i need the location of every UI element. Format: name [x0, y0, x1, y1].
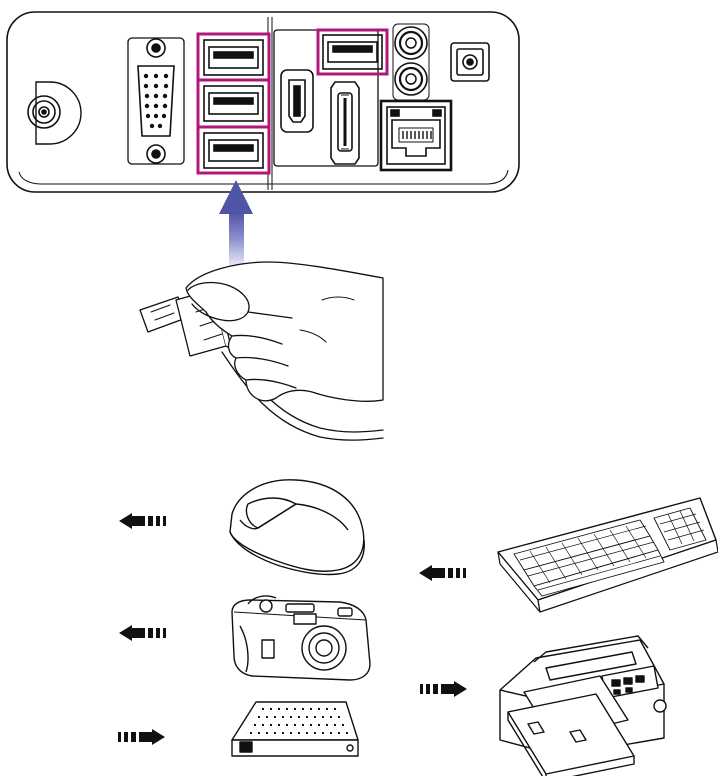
vga-port-icon	[127, 37, 185, 165]
mouse-icon	[229, 479, 365, 576]
usb-port-4-icon	[322, 34, 383, 70]
printer-icon	[499, 635, 667, 776]
hand-with-usb-plug-icon	[139, 261, 384, 441]
arrow-printer-right-icon	[420, 681, 467, 697]
digital-camera-icon	[231, 595, 371, 681]
usb-port-2-icon	[203, 85, 264, 122]
esata-port-icon	[330, 81, 360, 165]
usb-port-1-icon	[203, 39, 264, 76]
arrow-keyboard-left-icon	[419, 565, 466, 581]
usb-port-4-highlight	[316, 28, 389, 76]
arrow-drive-right-icon	[118, 729, 165, 745]
keyboard-icon	[497, 497, 718, 613]
power-jack-icon	[27, 81, 82, 145]
usb-port-3-icon	[203, 132, 264, 169]
audio-jack-icon	[392, 23, 430, 101]
back-panel-icon	[6, 11, 520, 193]
ethernet-port-icon	[379, 99, 453, 172]
optical-port-icon	[450, 42, 490, 82]
arrow-camera-left-icon	[119, 625, 166, 641]
insert-arrow-icon	[219, 180, 253, 272]
usb-port-stack-highlight	[196, 32, 271, 175]
vga-pins	[143, 73, 169, 129]
arrow-mouse-left-icon	[119, 513, 166, 529]
external-drive-icon	[231, 701, 359, 757]
hdmi-port-icon	[280, 69, 314, 133]
